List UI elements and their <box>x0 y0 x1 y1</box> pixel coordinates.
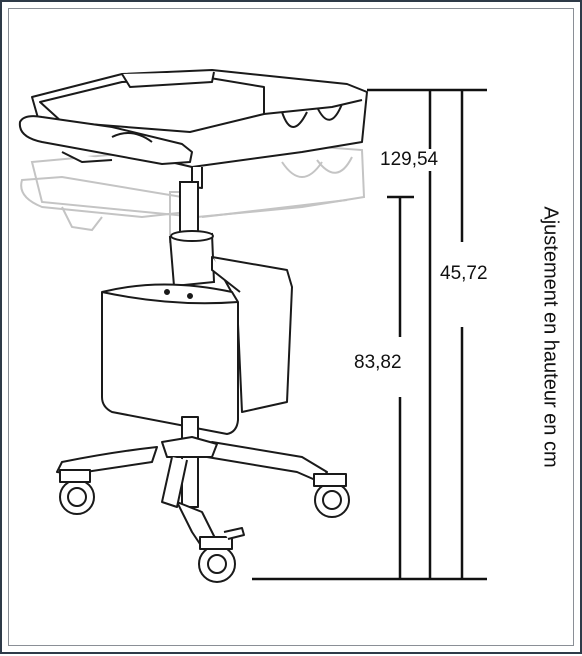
dimension-label-bottom: 83,82 <box>354 352 402 374</box>
storage-bins <box>101 256 293 435</box>
dimension-lines <box>252 88 487 581</box>
tray-raised <box>18 69 368 189</box>
dimension-label-top: 129,54 <box>380 149 439 171</box>
cart-column <box>168 181 216 288</box>
wheeled-base <box>56 416 350 583</box>
dimension-label-range: 45,72 <box>440 263 488 285</box>
height-adjustment-label: Ajustement en hauteur en cm <box>539 206 562 468</box>
